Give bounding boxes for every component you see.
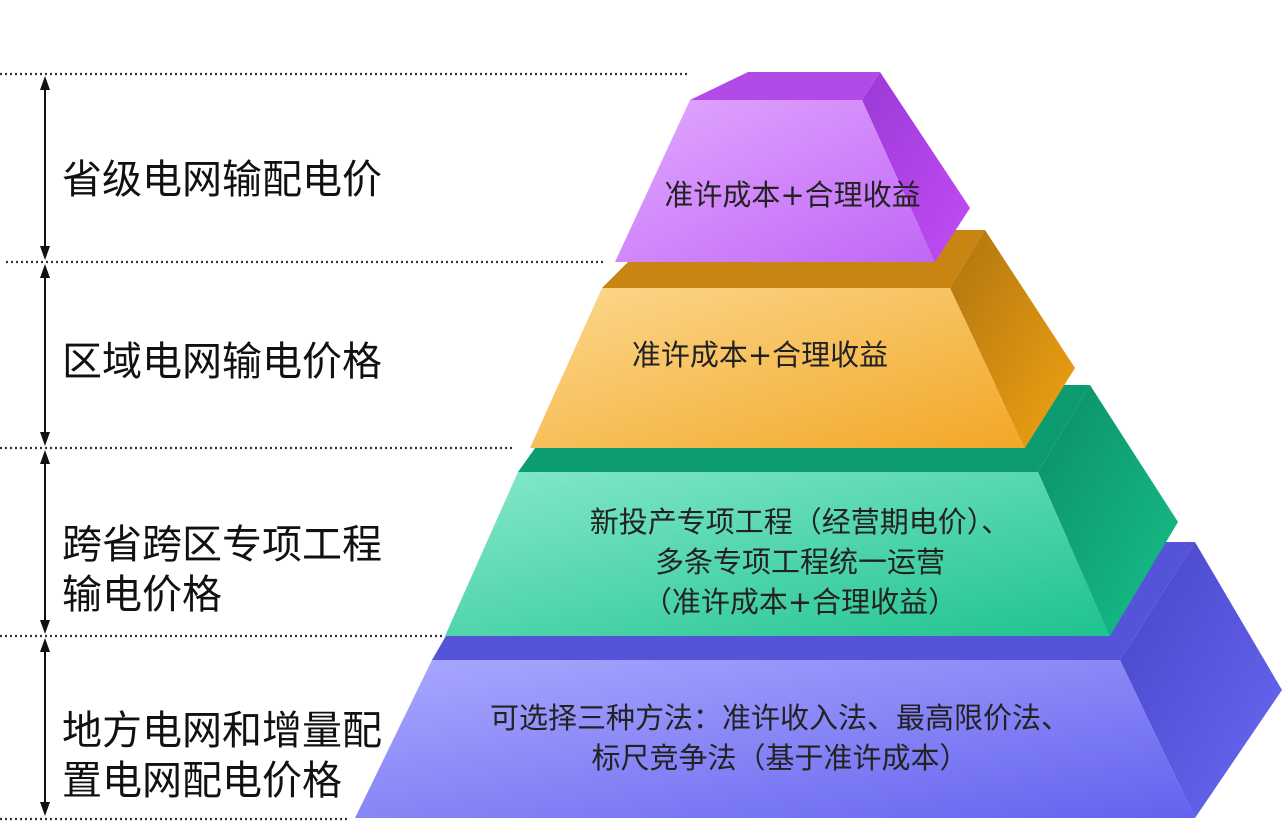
tier-label-line: 省级电网输配电价 [62,157,382,203]
tier-label-line: 区域电网输电价格 [62,339,382,385]
tier-text-line: 多条专项工程统一运营 [654,545,945,579]
tier-label-4: 地方电网和增量配 置电网配电价格 [62,706,402,806]
tier-text-2: 准许成本+合理收益 [560,330,960,380]
tier-span-arrow [40,76,50,260]
tier-label-line: 地方电网和增量配 [62,708,382,754]
tier-text-4: 可选择三种方法：准许收入法、最高限价法、 标尺竞争法（基于准许成本） [420,695,1140,781]
tier-text-line: 可选择三种方法：准许收入法、最高限价法、 [489,701,1070,735]
tier-label-line: 跨省跨区专项工程 [62,522,382,568]
tier-text-line: 标尺竞争法（基于准许成本） [591,741,969,775]
tier-label-3: 跨省跨区专项工程 输电价格 [62,520,402,620]
tier-span-arrow [40,264,50,446]
tier-label-line: 输电价格 [62,572,222,618]
tier-text-line: （准许成本+合理收益） [642,585,958,619]
tier-span-arrow [40,450,50,634]
tier-label-1: 省级电网输配电价 [62,130,402,230]
tier-label-2: 区域电网输电价格 [62,312,402,412]
tier-label-line: 置电网配电价格 [62,758,342,804]
pyramid-tier-1 [615,72,970,262]
tier-text-line: 准许成本+合理收益 [631,338,889,372]
tier-text-3: 新投产专项工程（经营期电价）、 多条专项工程统一运营 （准许成本+合理收益） [520,500,1080,624]
tier-span-arrow [40,638,50,816]
tier-text-line: 新投产专项工程（经营期电价）、 [589,505,1011,539]
tier-text-1: 准许成本+合理收益 [620,170,965,220]
tier-text-line: 准许成本+合理收益 [664,178,921,212]
